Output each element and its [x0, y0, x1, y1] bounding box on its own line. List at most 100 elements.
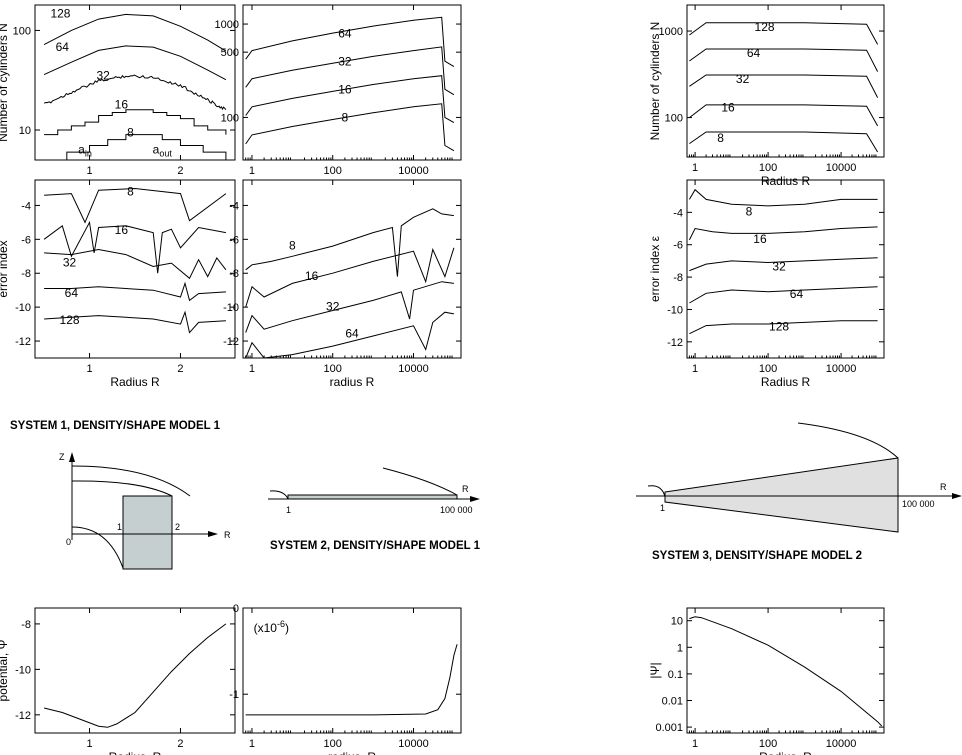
- diagram1-r-label: R: [224, 530, 231, 540]
- series-annotation: 64: [790, 287, 804, 301]
- y-tick-label: 0.01: [662, 695, 683, 707]
- caption-system-1: SYSTEM 1, DENSITY/SHAPE MODEL 1: [10, 420, 221, 432]
- series-line-128: [689, 22, 879, 45]
- y-tick-label: 100: [221, 112, 239, 124]
- annotation-subscript: out: [159, 149, 172, 159]
- series-line-64: [245, 16, 455, 68]
- x-tick-label: 2: [177, 738, 183, 750]
- series-annotation: 128: [769, 319, 789, 333]
- series-line-64: [245, 311, 454, 358]
- series-line-16: [44, 109, 227, 136]
- y-tick-label: -12: [667, 337, 683, 349]
- x-tick-label: 100: [324, 738, 342, 750]
- series-annotation: 32: [772, 260, 786, 274]
- series-annotation: 64: [56, 40, 70, 54]
- x-axis-label: Radius R: [761, 375, 811, 389]
- x-tick-label: 10000: [826, 738, 857, 750]
- series-annotation: aout: [153, 143, 173, 159]
- annotation-tail: ): [285, 621, 289, 635]
- y-tick-label: -10: [15, 302, 31, 314]
- diagram-system-2: [268, 467, 480, 502]
- series-line-main: [245, 644, 458, 716]
- y-tick-label: -10: [15, 664, 31, 676]
- y-tick-label: 1000: [215, 19, 239, 31]
- x-tick-label: 100: [324, 165, 342, 177]
- series-line-128: [43, 13, 227, 52]
- y-axis-label: potential, Ψ: [0, 639, 10, 701]
- diagram1-tick-1: 1: [117, 522, 122, 532]
- series-line-8: [689, 131, 879, 153]
- diagram2-r-label: R: [462, 484, 469, 494]
- series-line-64: [43, 45, 227, 81]
- series-annotation: 16: [115, 223, 129, 237]
- x-tick-label: 100: [759, 162, 777, 174]
- x-tick-label: 10000: [398, 165, 429, 177]
- diagram1-tick-0: 0: [66, 537, 71, 547]
- x-axis-label: Radius, R: [109, 750, 162, 755]
- series-line-32: [689, 257, 878, 272]
- x-tick-label: 1: [249, 738, 255, 750]
- y-tick-label: -10: [667, 304, 683, 316]
- series-line-main: [43, 623, 227, 728]
- series-annotation: 8: [342, 111, 349, 125]
- y-tick-label: -8: [21, 619, 31, 631]
- x-axis-label: radius, R: [328, 750, 376, 755]
- diagram1-outer-curve: [71, 480, 173, 497]
- series-annotation: 64: [338, 26, 352, 40]
- x-tick-label: 2: [177, 363, 183, 375]
- series-annotation: 16: [338, 83, 352, 97]
- series-line-64: [689, 286, 878, 304]
- x-tick-label: 10000: [826, 162, 857, 174]
- diagram2-shaded-region: [287, 494, 458, 500]
- diagram3-r-label: R: [940, 482, 947, 492]
- x-tick-label: 2: [177, 165, 183, 177]
- y-tick-label: -6: [229, 234, 239, 246]
- plot-frame: [34, 607, 236, 734]
- series-annotation: 8: [127, 126, 134, 140]
- y-tick-label: 10: [19, 125, 31, 137]
- series-annotation: 32: [97, 69, 111, 83]
- y-tick-label: 0.1: [668, 669, 683, 681]
- x-tick-label: 10000: [826, 363, 857, 375]
- x-tick-label: 10000: [398, 738, 429, 750]
- x-tick-label: 1: [249, 165, 255, 177]
- y-tick-label: -12: [15, 336, 31, 348]
- plot-frame: [242, 4, 462, 161]
- series-line-32: [245, 281, 454, 333]
- series-annotation: 32: [736, 72, 750, 86]
- diagram1-shaded-region: [122, 495, 173, 570]
- y-tick-label: 100: [13, 25, 31, 37]
- series-line-32: [245, 46, 455, 96]
- series-line-16: [245, 75, 455, 124]
- x-tick-label: 1: [86, 165, 92, 177]
- x-tick-label: 1: [86, 738, 92, 750]
- x-tick-label: 1: [86, 363, 92, 375]
- diagram3-tick-1: 1: [660, 503, 665, 513]
- diagram2-tick-1: 1: [286, 505, 291, 515]
- chart-p1: 12-12-10-8Radius, Rpotential, Ψ: [0, 607, 236, 755]
- x-tick-label: 1: [692, 363, 698, 375]
- series-line-32: [44, 248, 227, 280]
- series-line-8: [44, 187, 227, 224]
- diagram-system-3: [636, 422, 962, 533]
- x-tick-label: 100: [759, 738, 777, 750]
- diagram1-tick-2: 2: [175, 522, 180, 532]
- y-tick-label: -1: [229, 689, 239, 701]
- series-line-32: [689, 74, 879, 98]
- series-annotation: 32: [338, 54, 352, 68]
- y-tick-label: -8: [229, 268, 239, 280]
- y-axis-label: Number of cylinders N: [0, 23, 10, 142]
- series-line-16: [245, 247, 455, 308]
- diagram1-z-label: Z: [59, 452, 65, 462]
- y-tick-label: 1: [677, 642, 683, 654]
- caption-system-2: SYSTEM 2, DENSITY/SHAPE MODEL 1: [270, 540, 481, 552]
- y-tick-label: -4: [673, 207, 683, 219]
- y-axis-label: |Ψ|: [648, 662, 662, 678]
